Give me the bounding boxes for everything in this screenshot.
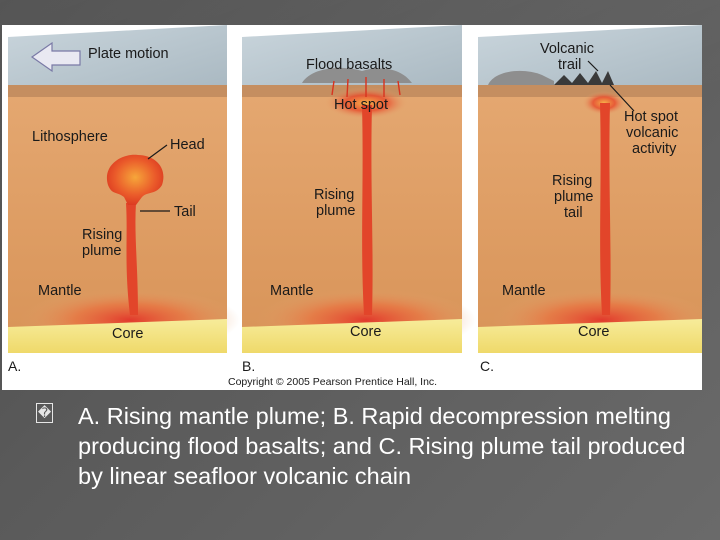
bullet-glyph-icon: � bbox=[36, 403, 53, 423]
panel-b-plate-surface bbox=[242, 25, 462, 91]
panel-c: Volcanic trail Hot spot volcanic activit… bbox=[478, 25, 702, 374]
panel-a-mantle-label: Mantle bbox=[38, 283, 82, 299]
panel-a-plume-head bbox=[106, 154, 164, 205]
panel-a: Plate motion Lithosphere Head Tail Risin… bbox=[8, 25, 240, 374]
panel-c-letter: C. bbox=[480, 358, 494, 374]
panel-a-plume-label: plume bbox=[82, 243, 122, 259]
panel-c-plume-tail bbox=[600, 103, 611, 315]
panel-a-plume-tail bbox=[126, 203, 138, 315]
panel-a-rising-label: Rising bbox=[82, 227, 122, 243]
plate-motion-arrow-icon bbox=[30, 41, 81, 73]
panel-c-core bbox=[478, 319, 702, 353]
panel-a-tail-label: Tail bbox=[174, 204, 196, 220]
panel-a-core bbox=[8, 319, 227, 353]
caption-text: A. Rising mantle plume; B. Rapid decompr… bbox=[78, 403, 686, 489]
panel-a-plate-surface bbox=[8, 25, 227, 91]
panel-b-plume-tail bbox=[362, 105, 373, 315]
panel-a-core-label: Core bbox=[112, 326, 143, 342]
panel-a-lithosphere-label: Lithosphere bbox=[32, 129, 108, 145]
panel-c-core-label: Core bbox=[578, 324, 609, 340]
mantle-plume-figure: Plate motion Lithosphere Head Tail Risin… bbox=[2, 25, 702, 390]
panel-a-letter: A. bbox=[8, 358, 21, 374]
panel-c-hot-spot-label: Hot spot bbox=[624, 109, 678, 125]
panel-c-hot-spot-pointer bbox=[609, 84, 635, 112]
panel-c-trail-label: trail bbox=[558, 57, 581, 73]
panel-a-plate-motion-label: Plate motion bbox=[88, 46, 169, 62]
panel-c-volcanic-label: Volcanic bbox=[540, 41, 594, 57]
panel-a-head-label: Head bbox=[170, 137, 205, 153]
panel-b-plume-label: plume bbox=[316, 203, 356, 219]
panel-b-flood-basalts-label: Flood basalts bbox=[306, 57, 392, 73]
copyright-notice: Copyright © 2005 Pearson Prentice Hall, … bbox=[228, 376, 437, 388]
panel-c-activity-label: activity bbox=[632, 141, 677, 157]
panel-c-rising-label: Rising bbox=[552, 173, 592, 189]
panel-c-lithosphere-band bbox=[478, 85, 702, 97]
panel-a-lithosphere-band bbox=[8, 85, 227, 97]
panel-c-plume-label: plume bbox=[554, 189, 594, 205]
panel-a-head-pointer bbox=[147, 144, 168, 160]
panel-c-trail-pointer bbox=[587, 60, 599, 72]
panel-c-volcanic-trail bbox=[554, 71, 614, 85]
panel-b-hot-spot-label: Hot spot bbox=[334, 97, 388, 113]
slide-caption: � A. Rising mantle plume; B. Rapid decom… bbox=[36, 401, 706, 491]
panel-c-mantle-label: Mantle bbox=[502, 283, 546, 299]
panel-b-mantle-label: Mantle bbox=[270, 283, 314, 299]
panel-b-feeder-dikes bbox=[331, 77, 401, 98]
panel-b-letter: B. bbox=[242, 358, 255, 374]
panel-c-old-plateau bbox=[488, 70, 554, 87]
panel-b-core-label: Core bbox=[350, 324, 381, 340]
panel-b-core bbox=[242, 319, 462, 353]
panel-b-rising-label: Rising bbox=[314, 187, 354, 203]
panel-b-hot-spot-glow bbox=[324, 87, 408, 119]
panel-c-tail-label: tail bbox=[564, 205, 583, 221]
figure-svg: Plate motion Lithosphere Head Tail Risin… bbox=[8, 25, 702, 388]
panel-c-volcanic-activity-label: volcanic bbox=[626, 125, 678, 141]
panel-b: Flood basalts Hot spot Rising plume Mant… bbox=[242, 25, 476, 374]
